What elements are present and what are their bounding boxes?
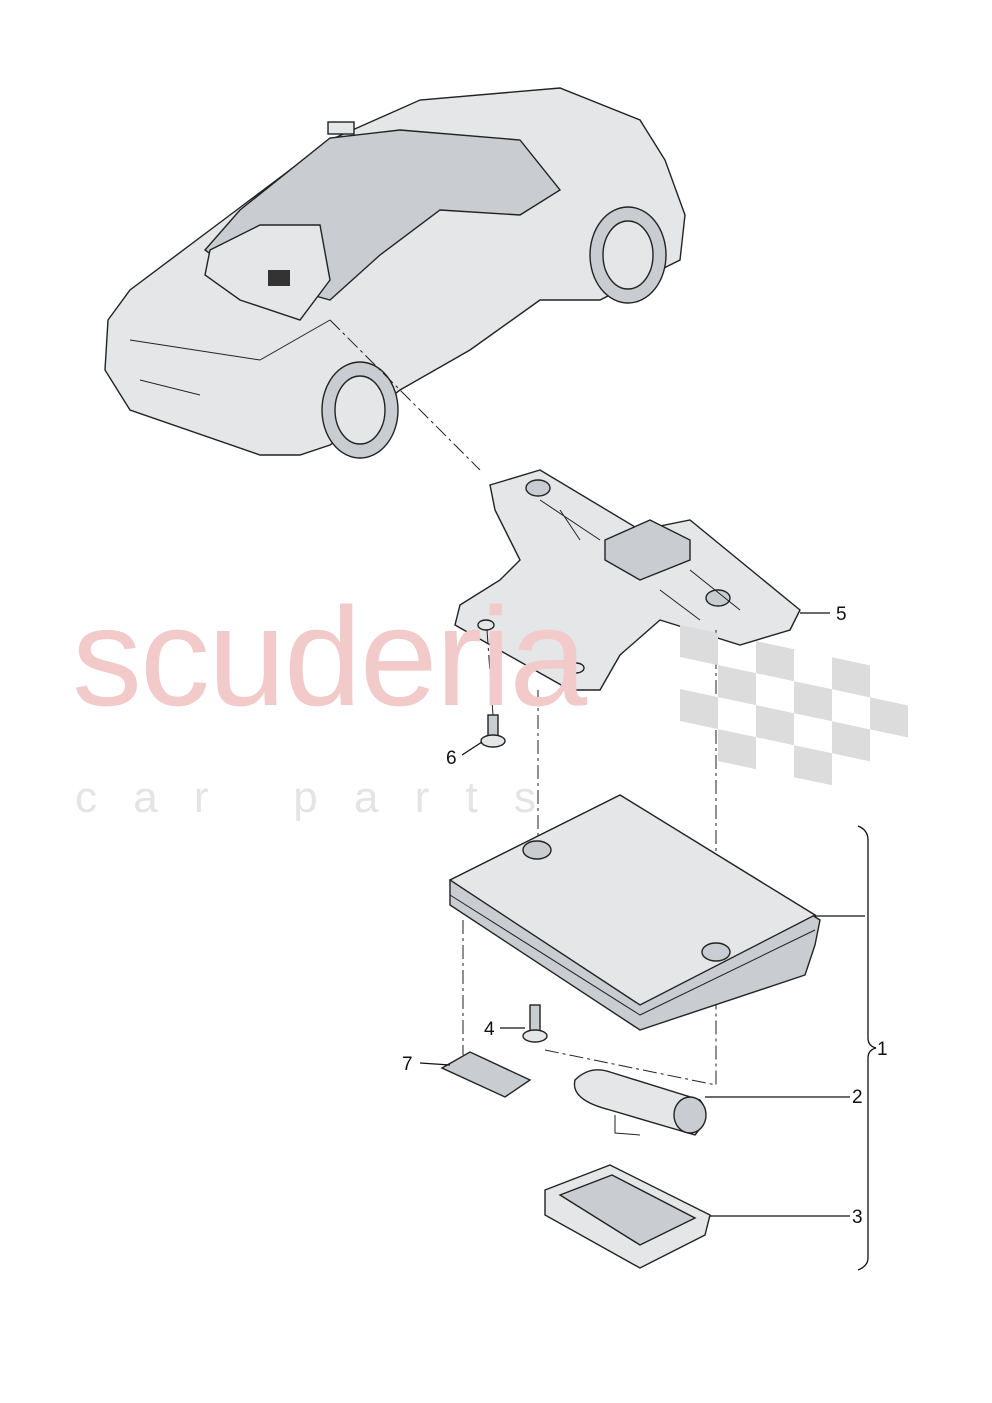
group-brace xyxy=(857,825,877,1271)
part-6-screw xyxy=(480,714,506,748)
callout-7: 7 xyxy=(402,1054,413,1075)
callout-6: 6 xyxy=(446,748,457,769)
watermark-car-parts: c a r p a r t s xyxy=(75,773,548,822)
part-4-screw xyxy=(522,1004,548,1043)
callout-5: 5 xyxy=(836,604,847,625)
part-7-pad xyxy=(440,1051,532,1098)
part-2-cover-cap xyxy=(573,1069,707,1136)
watermark: scuderia c a r p a r t s xyxy=(72,578,908,822)
checkered-flag-logo xyxy=(680,625,908,786)
callout-3: 3 xyxy=(852,1207,863,1228)
callout-1: 1 xyxy=(877,1039,888,1060)
part-1-control-module xyxy=(448,794,821,1031)
part-3-housing-cover xyxy=(544,1164,711,1269)
callout-2: 2 xyxy=(852,1087,863,1108)
car-illustration xyxy=(104,87,686,459)
watermark-scuderia: scuderia xyxy=(72,578,587,735)
callout-4: 4 xyxy=(484,1019,495,1040)
control-unit-location-marker xyxy=(268,270,290,286)
